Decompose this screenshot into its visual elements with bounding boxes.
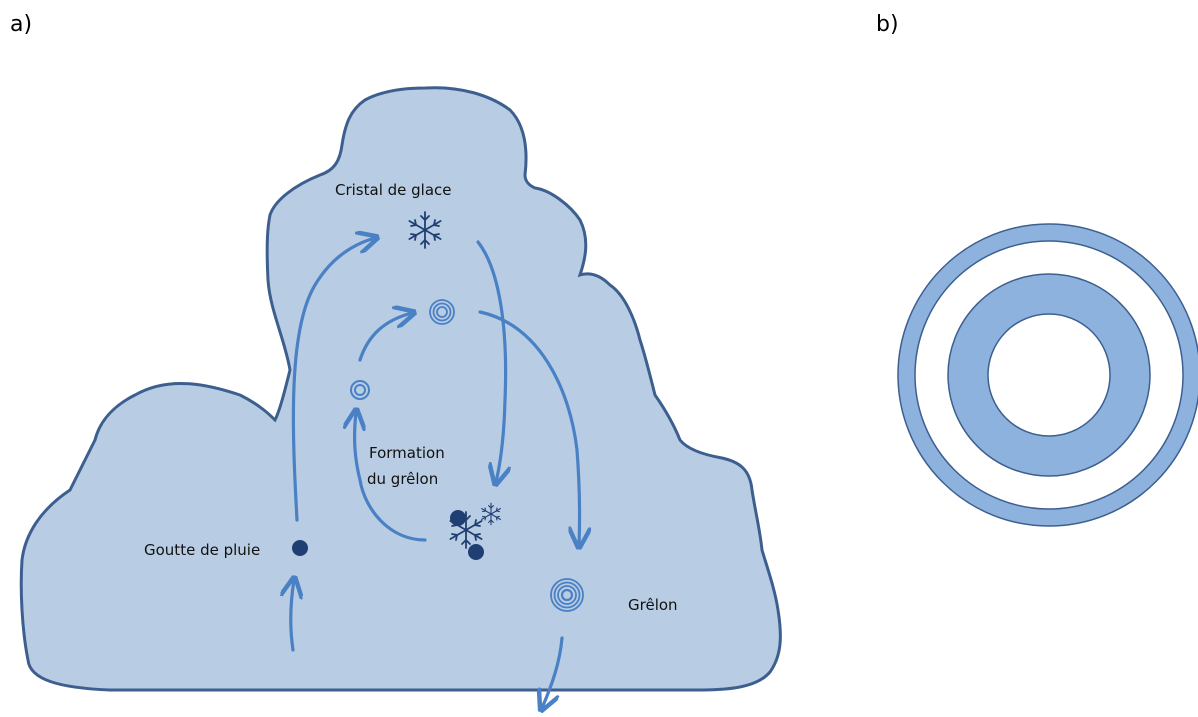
raindrop-label: Goutte de pluie: [144, 541, 260, 559]
small-hail-icon: [350, 380, 370, 400]
panel-label-b: b): [876, 12, 899, 37]
formation-label-line2: du grêlon: [367, 470, 438, 488]
fallout-arrow: [542, 636, 564, 708]
raindrop-icon: [450, 510, 466, 526]
formation-cluster: [449, 502, 501, 560]
hailstone-icon: [550, 578, 584, 612]
raindrop-icon: [468, 544, 484, 560]
hailstone-label: Grêlon: [628, 596, 678, 614]
medium-to-hailstone-arrow: [478, 310, 580, 545]
raindrop-dot-icon: [292, 540, 308, 556]
circulation-arrows: [291, 238, 580, 708]
panel-label-a: a): [10, 12, 33, 37]
updraft-lower-arrow: [291, 580, 294, 652]
medium-hail-icon: [429, 299, 455, 325]
ice-crystal-label: Cristal de glace: [335, 181, 452, 199]
hailstone-cross-section: [897, 223, 1198, 527]
small-to-medium-hail-arrow: [358, 313, 412, 362]
formation-to-small-hail-arrow: [355, 412, 427, 542]
formation-label-line1: Formation: [369, 444, 445, 462]
descent-to-formation-arrow: [476, 240, 506, 482]
updraft-main-arrow: [291, 238, 375, 522]
